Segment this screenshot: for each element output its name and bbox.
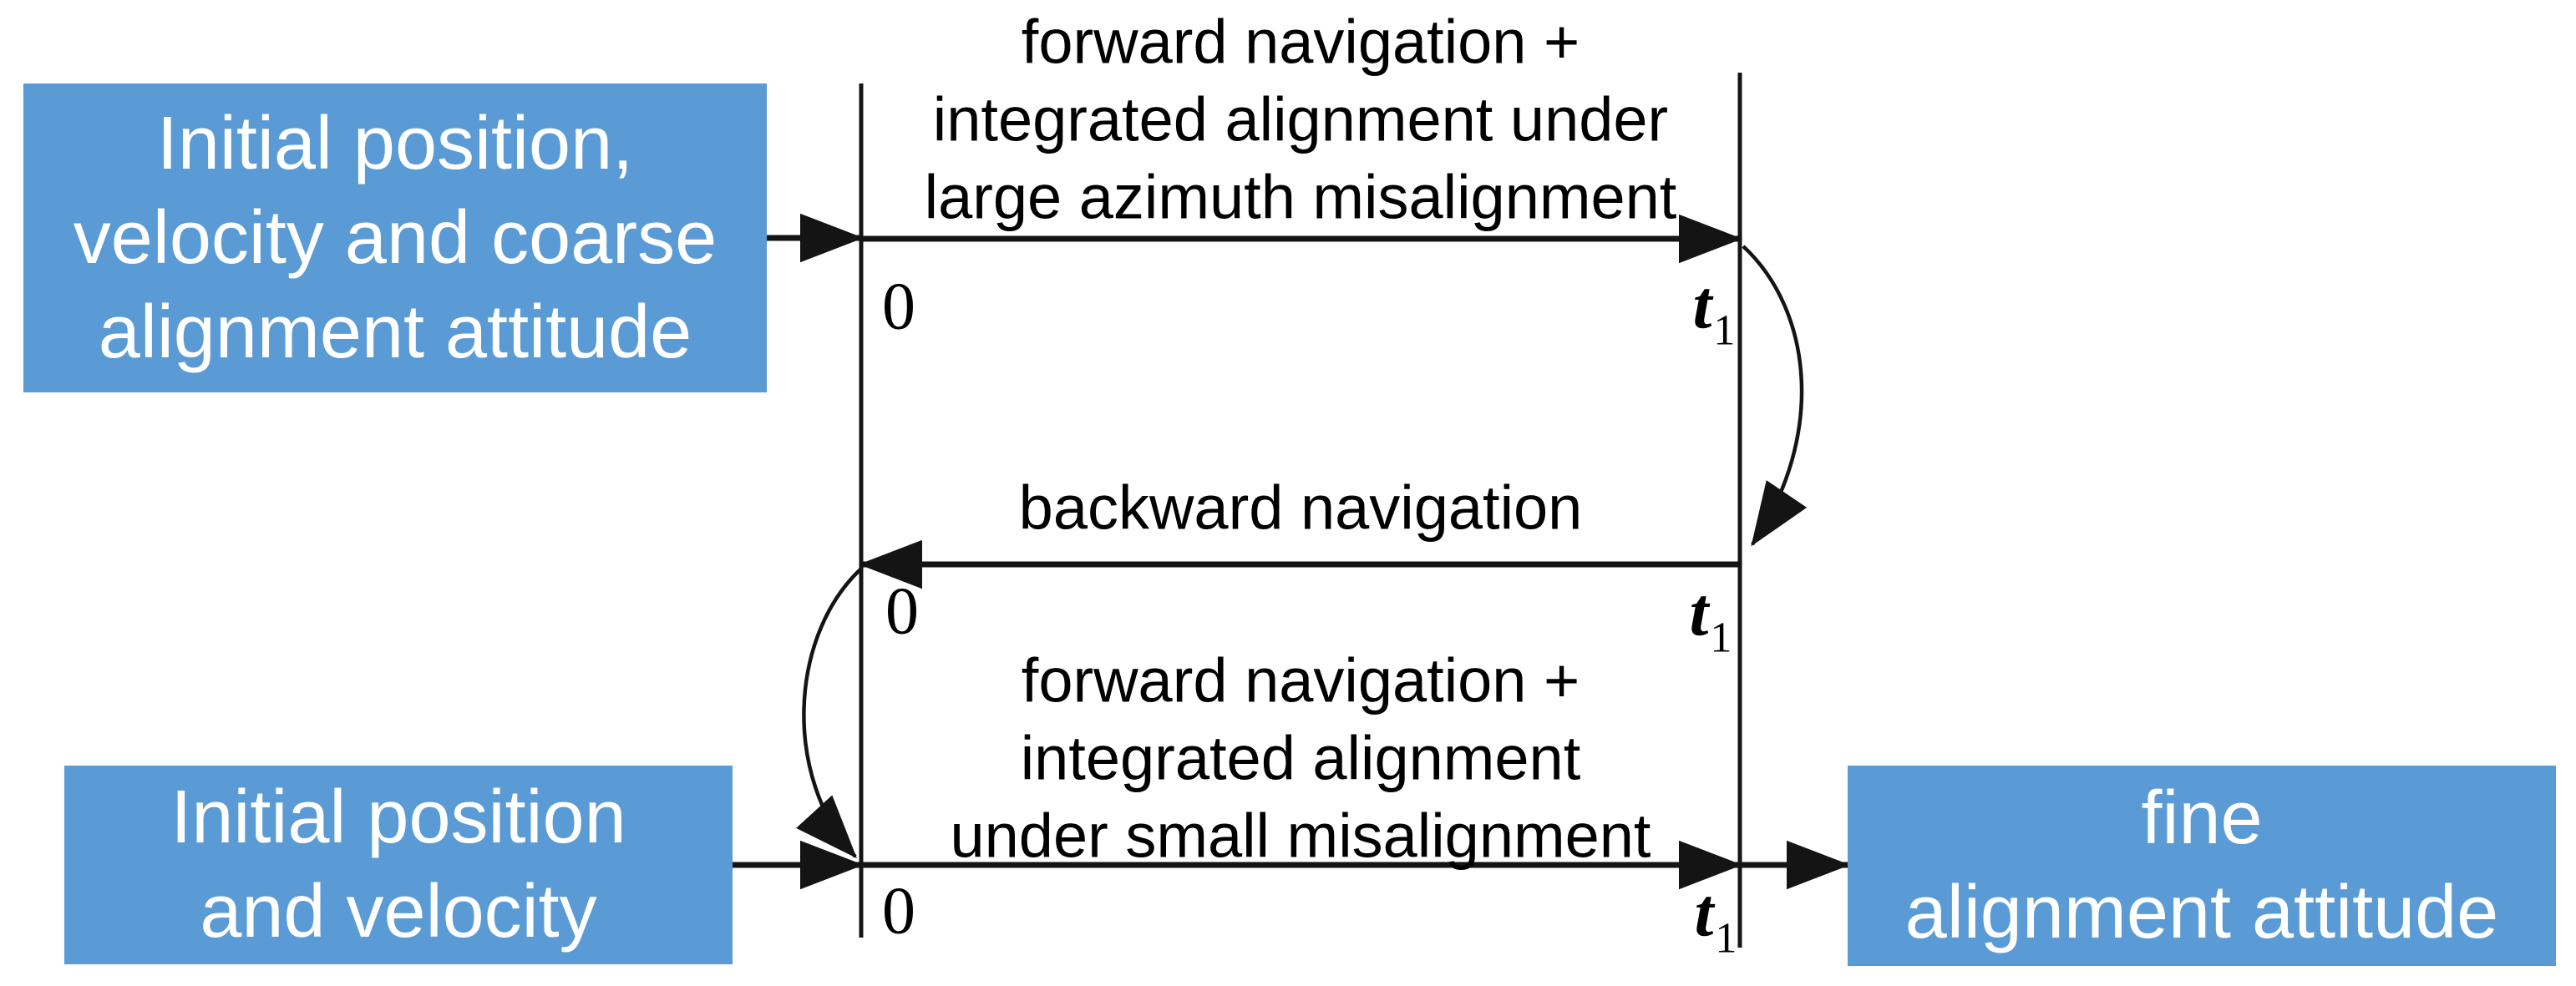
bottom-axis-t1-base: t <box>1694 874 1714 951</box>
top-process-line2: integrated alignment under <box>932 84 1669 154</box>
top-process-label: forward navigation + integrated alignmen… <box>925 3 1677 236</box>
bottom-axis-t1: t1 <box>1695 874 1737 963</box>
initial-pv-line1: Initial position <box>170 776 626 859</box>
bottom-process-line2: integrated alignment <box>1020 723 1581 793</box>
initial-coarse-line1: Initial position, <box>156 101 634 185</box>
initial-pv-line2: and velocity <box>200 870 597 953</box>
top-axis-t1: t1 <box>1693 266 1736 356</box>
bottom-axis-zero: 0 <box>882 874 915 948</box>
top-axis-zero: 0 <box>882 270 915 344</box>
bottom-process-line3: under small misalignment <box>950 801 1651 871</box>
bottom-process-line1: forward navigation + <box>1021 645 1580 715</box>
middle-axis-t1-base: t <box>1689 574 1709 650</box>
initial-coarse-box: Initial position, velocity and coarse al… <box>23 83 767 392</box>
left-loop-connector <box>796 568 862 859</box>
backward-process-label: backward navigation <box>1018 473 1583 543</box>
bottom-axis-t1-sub: 1 <box>1715 914 1737 963</box>
top-process-line3: large azimuth misalignment <box>924 162 1677 232</box>
top-process-line1: forward navigation + <box>1021 7 1580 77</box>
initial-coarse-line3: alignment attitude <box>98 290 692 374</box>
fine-alignment-box: fine alignment attitude <box>1848 766 2556 966</box>
top-axis-t1-base: t <box>1692 266 1712 343</box>
initial-pv-box: Initial position and velocity <box>64 766 733 964</box>
fine-line1: fine <box>2141 776 2263 860</box>
bottom-process-label: forward navigation + integrated alignmen… <box>950 642 1651 875</box>
fine-line2: alignment attitude <box>1904 871 2499 954</box>
initial-coarse-line2: velocity and coarse <box>73 195 718 280</box>
middle-axis-t1-sub: 1 <box>1710 614 1732 662</box>
middle-axis-t1: t1 <box>1690 574 1732 663</box>
right-loop-connector <box>1742 245 1808 547</box>
middle-axis-zero: 0 <box>885 574 919 649</box>
top-axis-t1-sub: 1 <box>1713 306 1736 355</box>
